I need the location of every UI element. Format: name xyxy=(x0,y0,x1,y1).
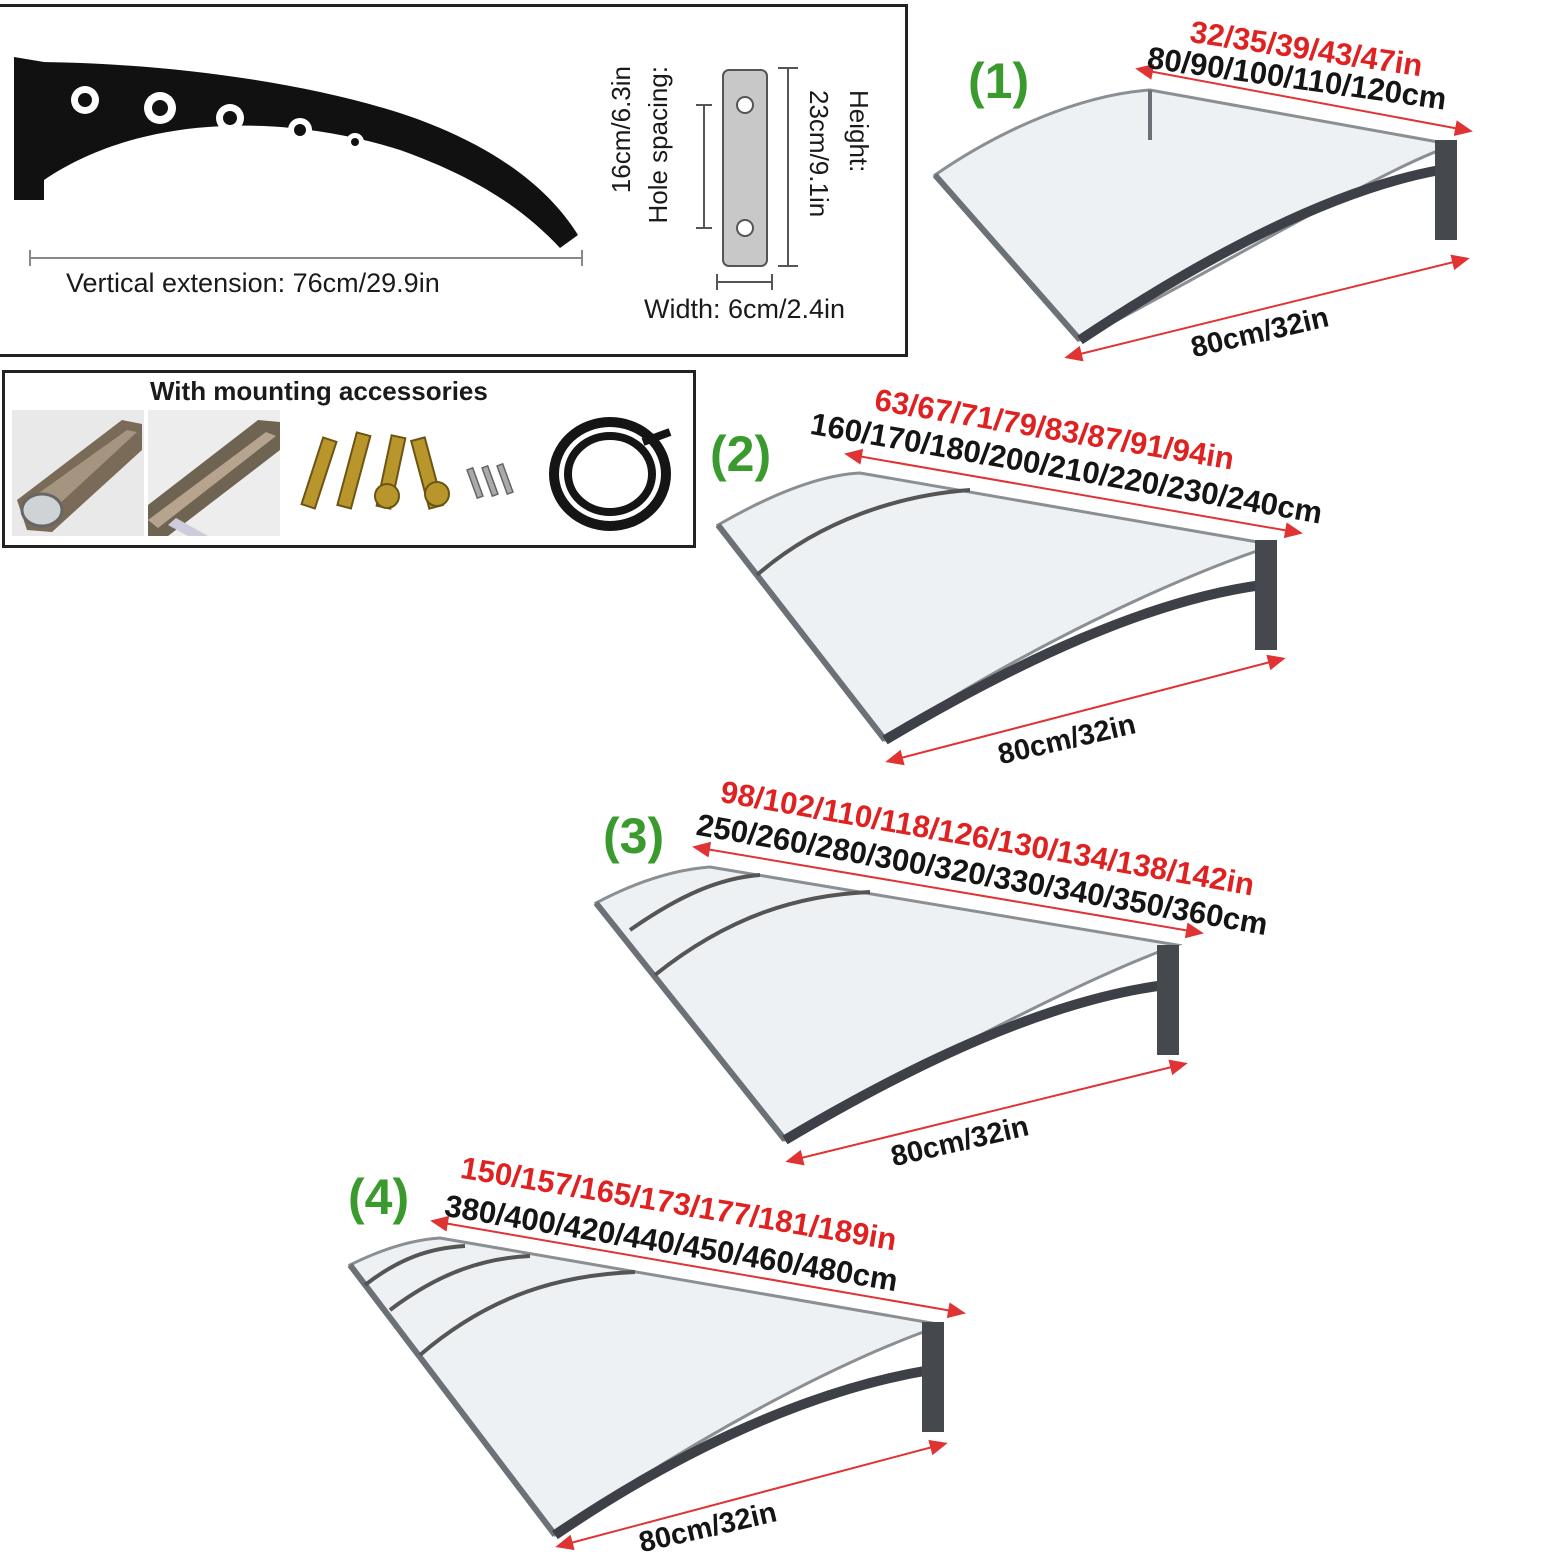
aluminum-profile-image xyxy=(12,410,144,536)
sealing-strip-image xyxy=(549,417,672,531)
vertical-extension-label: Vertical extension: 76cm/29.9in xyxy=(66,268,440,298)
accessories-title: With mounting accessories xyxy=(150,376,488,406)
model-1-number: (1) xyxy=(968,53,1030,109)
bracket-image xyxy=(14,57,583,266)
height-label: Height: xyxy=(844,90,874,173)
model-2-number: (2) xyxy=(710,426,772,482)
expansion-bolts-image xyxy=(300,431,514,510)
aluminum-rail-image xyxy=(148,410,280,536)
mounting-plate-diagram xyxy=(696,67,798,290)
height-value: 23cm/9.1in xyxy=(804,90,834,218)
width-label: Width: 6cm/2.4in xyxy=(644,294,846,324)
model-3-number: (3) xyxy=(603,808,665,864)
model-4-number: (4) xyxy=(348,1169,410,1225)
